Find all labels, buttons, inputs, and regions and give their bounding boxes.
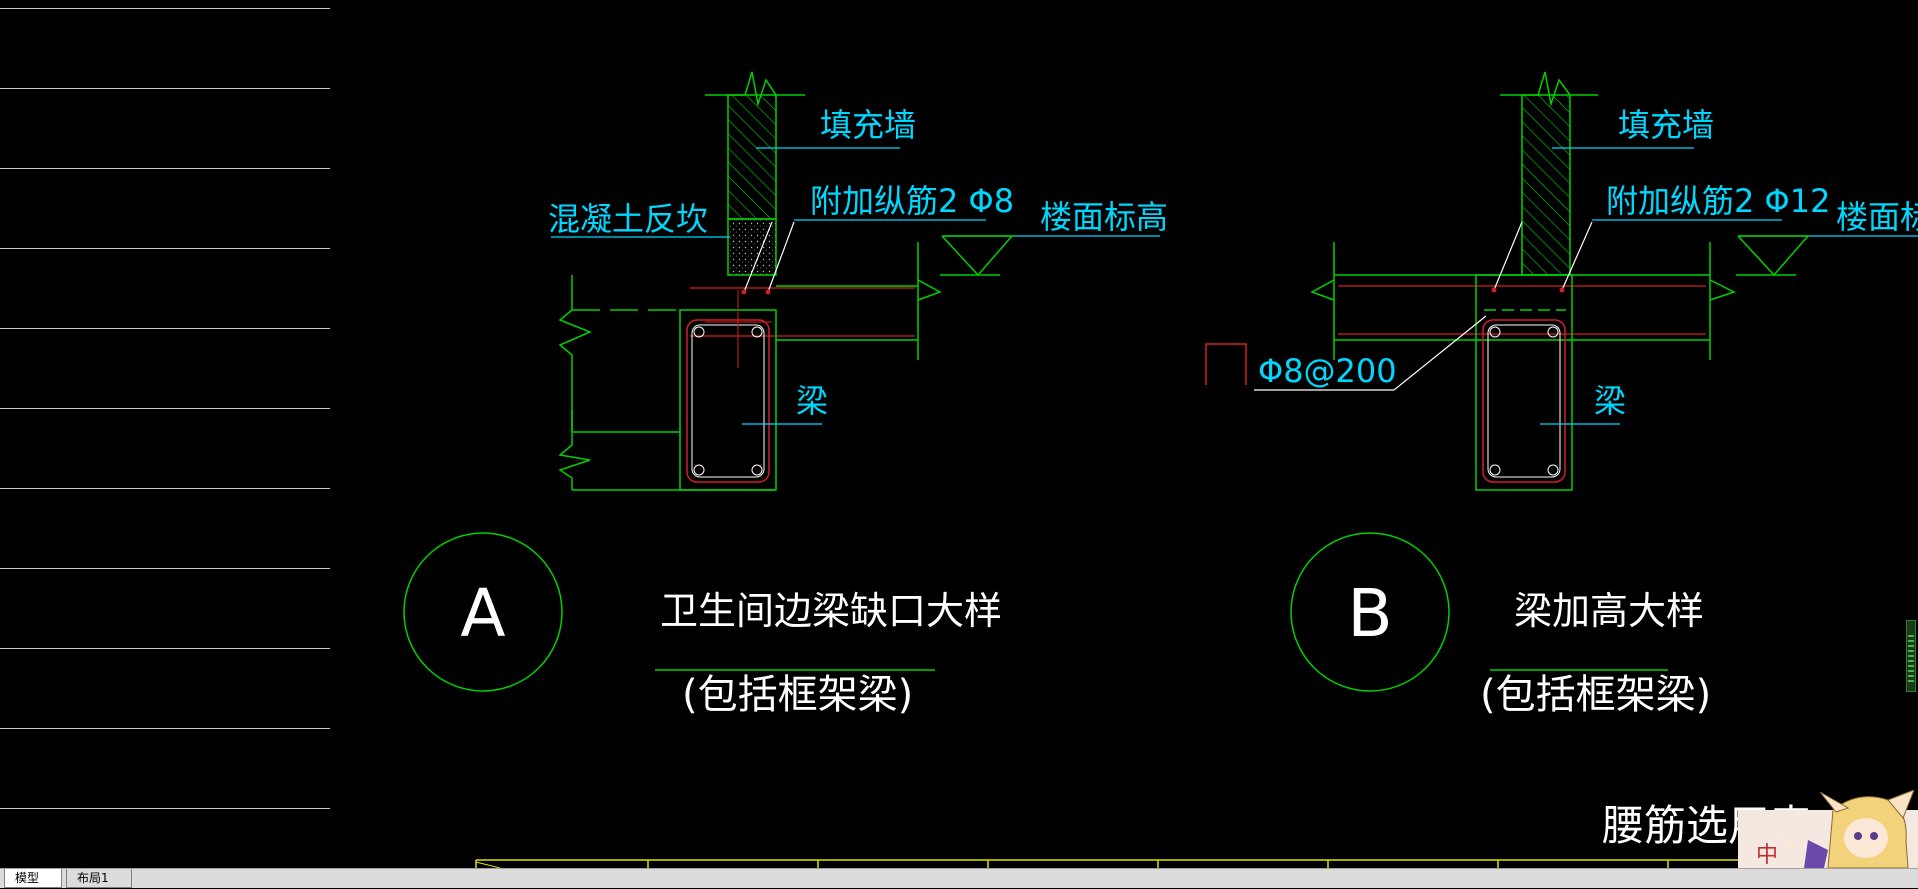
detail-b-infill-wall: [1521, 94, 1571, 276]
detail-b-rebar-dot: [1547, 464, 1559, 476]
detail-b[interactable]: 填充墙 附加纵筋2 Φ12 楼面标高 Φ8@200 梁 B 梁加高大样 (包括框…: [1205, 71, 1918, 718]
navigation-tick: [1908, 665, 1914, 667]
navigation-tick: [1908, 660, 1914, 662]
detail-a-rebar: [743, 221, 773, 293]
detail-a-rebar-dot: [741, 289, 747, 295]
detail-b-rebar-dot: [1489, 464, 1501, 476]
detail-a-slab-break: [558, 275, 592, 432]
detail-a-rebar-label: 附加纵筋2 Φ8: [810, 182, 1014, 220]
mascot-text: 中: [1756, 843, 1778, 868]
tab-model[interactable]: 模型: [4, 869, 62, 888]
detail-b-stirrup: [1487, 324, 1561, 478]
panel-row[interactable]: [0, 808, 330, 889]
detail-a-wall-label: 填充墙: [820, 106, 916, 144]
detail-b-elevation-symbol: [1737, 235, 1810, 277]
navigation-tick: [1908, 635, 1914, 637]
detail-b-stirrup-label: Φ8@200: [1258, 352, 1397, 390]
detail-a-rebar-dot: [751, 326, 763, 338]
rebar-selection-table[interactable]: 腰筋选用表: [475, 801, 1918, 868]
detail-a-slab-break: [558, 410, 591, 490]
panel-row[interactable]: [0, 248, 330, 329]
panel-row[interactable]: [0, 88, 330, 169]
panel-row[interactable]: [0, 728, 330, 809]
detail-a-infill-wall: [727, 94, 777, 220]
detail-b-rebar-dot: [1489, 326, 1501, 338]
navigation-bar[interactable]: [1906, 620, 1916, 692]
detail-a-rebar: [767, 221, 795, 293]
detail-a-title: 卫生间边梁缺口大样: [660, 589, 1002, 633]
detail-a-concrete-curb: [727, 218, 777, 276]
detail-a-rebar-dot: [693, 464, 705, 476]
detail-a-callout-letter: A: [460, 575, 505, 652]
panel-row[interactable]: [0, 8, 330, 89]
detail-b-title: 梁加高大样: [1514, 589, 1704, 633]
detail-b-beam: [1475, 274, 1573, 491]
panel-row[interactable]: [0, 488, 330, 569]
panel-row[interactable]: [0, 168, 330, 249]
navigation-tick: [1908, 680, 1914, 682]
detail-b-callout-letter: B: [1347, 575, 1392, 652]
detail-b-stirrup-symbol: [1205, 343, 1247, 385]
detail-b-rebar-dot: [1547, 326, 1559, 338]
panel-row[interactable]: [0, 568, 330, 649]
detail-a-beam-label: 梁: [796, 382, 828, 420]
detail-a-subtitle: (包括框架梁): [682, 672, 913, 718]
navigation-tick: [1908, 675, 1914, 677]
detail-b-rebar-label: 附加纵筋2 Φ12: [1606, 182, 1830, 220]
detail-a-slab-break: [917, 279, 942, 301]
navigation-tick: [1908, 640, 1914, 642]
mascot-image: 中: [1738, 790, 1918, 868]
panel-row[interactable]: [0, 408, 330, 489]
detail-a-beam: [679, 309, 777, 491]
detail-b-rebar-dot: [1491, 287, 1497, 293]
navigation-tick: [1908, 655, 1914, 657]
detail-a-stirrup: [691, 324, 765, 478]
panel-row[interactable]: [0, 328, 330, 409]
detail-b-rebar: [1493, 221, 1523, 291]
navigation-tick: [1908, 670, 1914, 672]
detail-a-stirrup: [686, 319, 770, 483]
detail-a[interactable]: 填充墙 附加纵筋2 Φ8 混凝土反坎 楼面标高 梁 A 卫生间边梁缺口大样 (包…: [403, 71, 1168, 718]
detail-b-subtitle: (包括框架梁): [1480, 672, 1711, 718]
detail-a-callout-circle: [403, 532, 563, 692]
detail-a-elevation-symbol: [941, 235, 1014, 277]
detail-b-floor-label: 楼面标高: [1836, 198, 1918, 236]
navigation-tick: [1908, 650, 1914, 652]
tab-layout1[interactable]: 布局1: [66, 869, 132, 888]
navigation-tick: [1908, 645, 1914, 647]
detail-b-leader: [1393, 315, 1487, 391]
properties-panel[interactable]: [0, 0, 334, 868]
detail-b-slab-break: [1310, 279, 1335, 301]
detail-b-callout-circle: [1290, 532, 1450, 692]
detail-b-rebar: [1561, 221, 1593, 291]
detail-b-beam-label: 梁: [1594, 382, 1626, 420]
layout-tab-bar: 模型 布局1: [0, 868, 1918, 888]
detail-a-curb-label: 混凝土反坎: [548, 200, 708, 238]
detail-a-rebar-dot: [765, 289, 771, 295]
drawing-canvas[interactable]: 填充墙 附加纵筋2 Φ8 混凝土反坎 楼面标高 梁 A 卫生间边梁缺口大样 (包…: [0, 0, 1918, 868]
detail-a-rebar-dot: [693, 326, 705, 338]
detail-b-slab-break: [1709, 279, 1736, 301]
table-border: [475, 861, 501, 868]
panel-row[interactable]: [0, 648, 330, 729]
detail-b-wall-label: 填充墙: [1618, 106, 1714, 144]
detail-a-floor-label: 楼面标高: [1040, 198, 1168, 236]
detail-a-wall-break: [705, 71, 805, 107]
detail-b-rebar-dot: [1559, 287, 1565, 293]
detail-b-wall-break: [1500, 71, 1598, 107]
detail-b-stirrup: [1482, 319, 1566, 483]
detail-a-rebar-dot: [751, 464, 763, 476]
